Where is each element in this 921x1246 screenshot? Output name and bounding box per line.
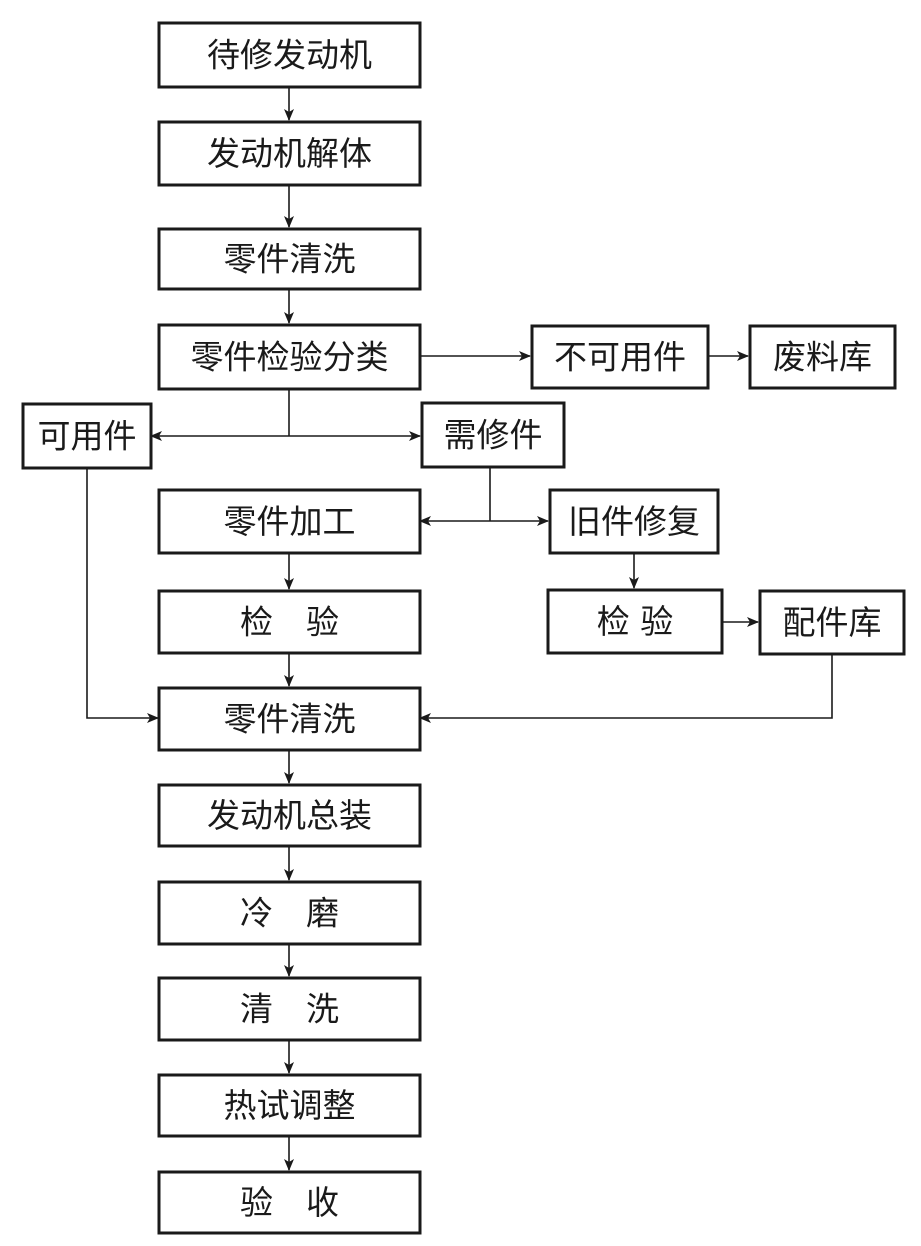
node-label: 零件清洗: [224, 700, 356, 739]
node-label: 发动机解体: [207, 134, 372, 173]
node-parts-inspection-sorting: 零件检验分类: [157, 323, 422, 391]
edge-usable-to-cleaning: [86, 468, 159, 723]
node-old-parts-repair: 旧件修复: [548, 488, 720, 555]
node-scrap-store: 废料库: [748, 324, 897, 390]
node-cleaning: 清 洗: [157, 976, 422, 1042]
node-label: 发动机总装: [207, 796, 372, 835]
edge-spare-store-to-cleaning: [419, 654, 833, 723]
node-label: 检 验: [597, 602, 674, 641]
node-parts-needing-repair: 需修件: [420, 401, 566, 469]
node-label: 零件清洗: [224, 240, 356, 279]
node-spare-parts-store: 配件库: [758, 589, 906, 656]
node-inspection-2: 检 验: [546, 588, 724, 655]
node-acceptance: 验 收: [157, 1170, 422, 1235]
node-label: 配件库: [783, 603, 882, 642]
node-label: 旧件修复: [568, 502, 700, 541]
node-label: 待修发动机: [207, 36, 372, 75]
node-label: 不可用件: [554, 338, 686, 377]
node-engine-disassembly: 发动机解体: [157, 120, 422, 187]
node-label: 可用件: [38, 417, 137, 456]
node-label: 废料库: [773, 338, 872, 377]
node-inspection-1: 检 验: [157, 589, 422, 655]
node-label: 热试调整: [224, 1086, 356, 1125]
node-parts-machining: 零件加工: [157, 488, 422, 555]
node-label: 零件加工: [224, 502, 356, 541]
node-hot-test-adjustment: 热试调整: [157, 1073, 422, 1138]
node-cold-running-in: 冷 磨: [157, 880, 422, 946]
node-label: 检 验: [240, 603, 339, 642]
node-unusable-parts: 不可用件: [530, 324, 710, 390]
node-engine-to-repair: 待修发动机: [157, 21, 422, 89]
node-parts-cleaning-2: 零件清洗: [157, 686, 422, 752]
node-engine-final-assembly: 发动机总装: [157, 783, 422, 848]
node-label: 需修件: [444, 416, 543, 455]
node-usable-parts: 可用件: [21, 402, 153, 470]
node-label: 冷 磨: [240, 894, 339, 933]
node-label: 验 收: [240, 1183, 339, 1222]
node-label: 清 洗: [240, 990, 339, 1029]
connectors: [86, 87, 833, 1171]
node-label: 零件检验分类: [191, 338, 389, 377]
node-parts-cleaning-1: 零件清洗: [157, 227, 422, 291]
